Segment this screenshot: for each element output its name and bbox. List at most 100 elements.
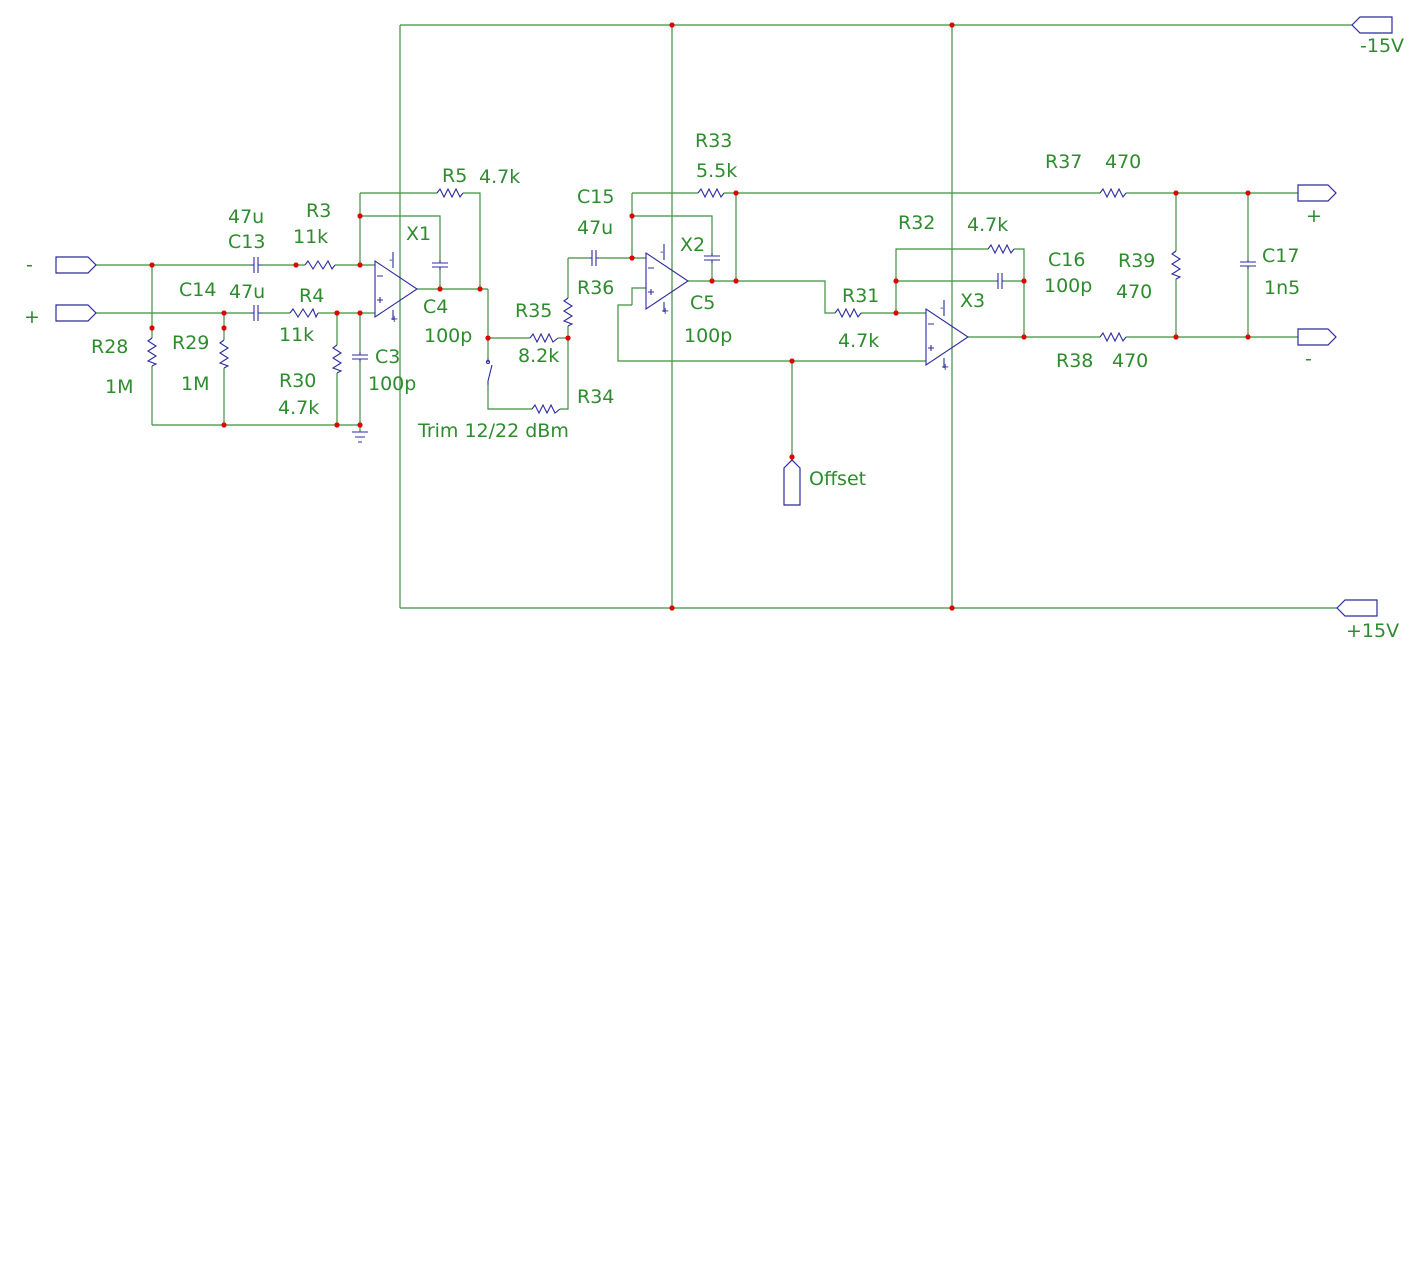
label-r35-value: 8.2k <box>518 345 559 367</box>
label-c15-ref: C15 <box>577 186 614 208</box>
port-in-pos-symbol <box>55 304 97 322</box>
label-r39-ref: R39 <box>1118 250 1155 272</box>
label-r4-ref: R4 <box>299 285 324 307</box>
capacitor-c17 <box>1240 260 1256 269</box>
label-r32-value: 4.7k <box>967 214 1008 236</box>
capacitor-c16 <box>996 273 1004 289</box>
port-in-neg-symbol <box>55 256 97 274</box>
label-c14-ref: C14 <box>179 279 216 301</box>
label-r28-value: 1M <box>105 376 133 398</box>
label-c14-value: 47u <box>229 281 265 303</box>
port-out-pos-symbol <box>1297 184 1337 202</box>
opamp-x3-symbol: - + <box>925 300 969 373</box>
port-offset-symbol <box>783 459 801 506</box>
label-r29-ref: R29 <box>172 332 209 354</box>
label-supply-pos: +15V <box>1346 620 1399 642</box>
capacitor-c13 <box>250 257 262 273</box>
label-c16-value: 100p <box>1044 275 1092 297</box>
label-r30-ref: R30 <box>279 370 316 392</box>
label-c15-value: 47u <box>577 217 613 239</box>
label-r38-ref: R38 <box>1056 350 1093 372</box>
label-x1: X1 <box>406 223 431 245</box>
label-r29-value: 1M <box>181 373 209 395</box>
opamp-x1-symbol: - + <box>374 252 418 325</box>
label-r33-value: 5.5k <box>696 160 737 182</box>
label-c3-ref: C3 <box>375 346 400 368</box>
label-c5-ref: C5 <box>690 292 715 314</box>
label-c16-ref: C16 <box>1048 249 1085 271</box>
resistor-r34 <box>531 403 561 415</box>
label-c17-value: 1n5 <box>1264 277 1300 299</box>
label-trim-switch: Trim 12/22 dBm <box>417 420 569 442</box>
label-r34-ref: R34 <box>577 386 614 408</box>
resistor-r33 <box>697 187 725 199</box>
label-r30-value: 4.7k <box>278 397 319 419</box>
svg-text:-: - <box>389 255 393 266</box>
label-c5-value: 100p <box>684 325 732 347</box>
label-r3-ref: R3 <box>306 200 331 222</box>
resistor-r39 <box>1170 250 1182 280</box>
wires <box>96 24 1352 609</box>
label-offset: Offset <box>809 468 866 490</box>
resistor-r28 <box>146 337 158 367</box>
label-r31-ref: R31 <box>842 285 879 307</box>
label-c3-value: 100p <box>368 373 416 395</box>
label-supply-neg: -15V <box>1360 35 1404 57</box>
capacitor-c4 <box>432 260 448 270</box>
capacitor-c15 <box>589 250 599 266</box>
port-supply-neg-symbol <box>1351 16 1393 34</box>
label-c13-value: 47u <box>228 206 264 228</box>
label-out-pos: + <box>1306 205 1322 227</box>
label-r37-ref: R37 <box>1045 151 1082 173</box>
label-r5-ref: R5 <box>442 165 467 187</box>
label-r36-ref: R36 <box>577 277 614 299</box>
resistor-r29 <box>218 339 230 369</box>
trim-switch <box>485 358 493 385</box>
label-r31-value: 4.7k <box>838 330 879 352</box>
label-r39-value: 470 <box>1116 281 1152 303</box>
resistor-r3 <box>304 259 336 271</box>
resistors <box>146 187 1182 415</box>
label-out-neg: - <box>1305 348 1312 370</box>
resistor-r36 <box>562 297 574 327</box>
resistor-r37 <box>1099 187 1127 199</box>
capacitor-c14 <box>250 305 262 321</box>
resistor-r5 <box>436 187 464 199</box>
ground-symbol <box>352 431 368 443</box>
label-c13-ref: C13 <box>228 231 265 253</box>
capacitor-c3 <box>352 352 368 362</box>
label-c17-ref: C17 <box>1262 245 1299 267</box>
label-r4-value: 11k <box>279 324 314 346</box>
label-r38-value: 470 <box>1112 350 1148 372</box>
label-x2: X2 <box>680 234 705 256</box>
opamp-x2-symbol: - + <box>645 244 689 317</box>
label-x3: X3 <box>960 290 985 312</box>
resistor-r38 <box>1099 331 1127 343</box>
svg-text:+: + <box>390 314 398 325</box>
resistor-r30 <box>331 344 343 374</box>
capacitors <box>250 250 1256 362</box>
capacitor-c5 <box>704 253 720 263</box>
svg-text:+: + <box>941 362 949 373</box>
label-r5-value: 4.7k <box>479 166 520 188</box>
label-r35-ref: R35 <box>515 300 552 322</box>
label-r37-value: 470 <box>1105 151 1141 173</box>
label-r32-ref: R32 <box>898 212 935 234</box>
resistor-r4 <box>289 307 319 319</box>
label-r3-value: 11k <box>293 226 328 248</box>
label-r33-ref: R33 <box>695 130 732 152</box>
label-c4-ref: C4 <box>423 296 448 318</box>
svg-text:+: + <box>661 306 669 317</box>
resistor-r32 <box>987 243 1015 255</box>
label-r28-ref: R28 <box>91 336 128 358</box>
port-supply-pos-symbol <box>1336 599 1378 617</box>
label-in-neg: - <box>26 254 33 276</box>
junction-nodes <box>149 22 1251 611</box>
svg-text:-: - <box>940 303 944 314</box>
labels: -15V +15V - + + - Offset X1 X2 X3 R3 11k… <box>24 35 1404 642</box>
label-c4-value: 100p <box>424 325 472 347</box>
svg-text:-: - <box>660 247 664 258</box>
port-out-neg-symbol <box>1297 328 1337 346</box>
resistor-r35 <box>529 332 559 344</box>
